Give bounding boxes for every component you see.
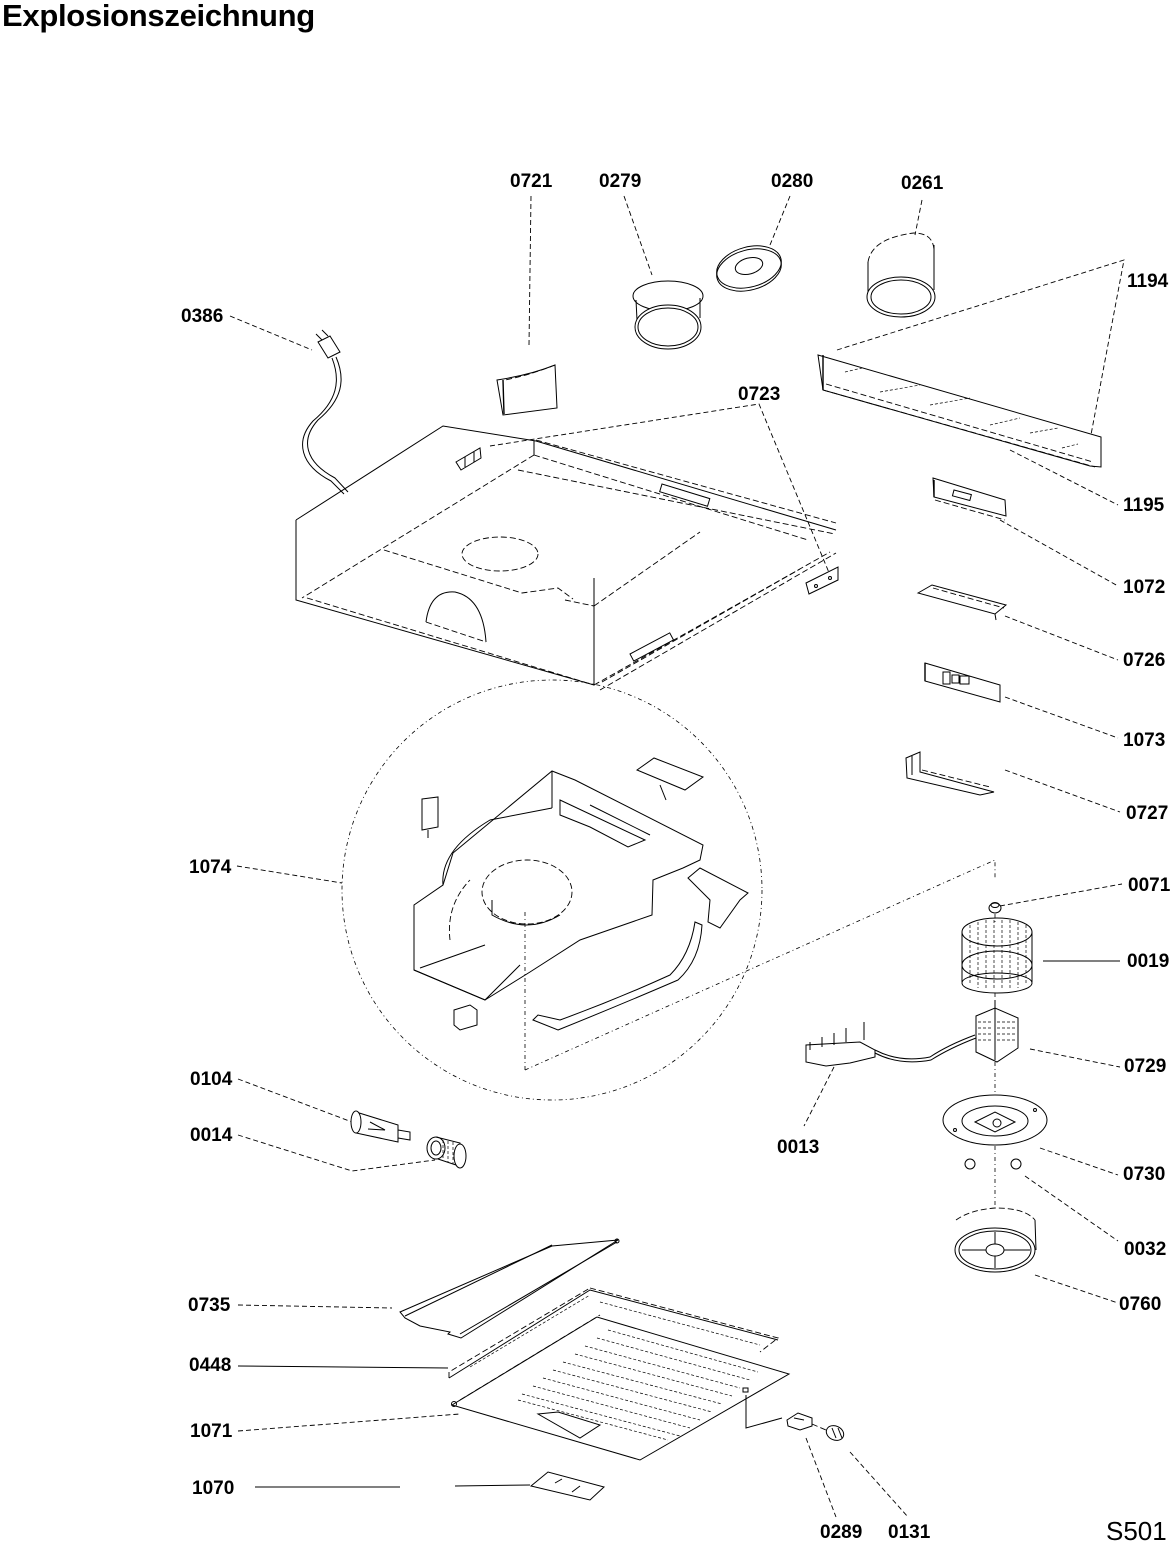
part-0280-reducer-disc[interactable] (712, 239, 786, 298)
label-0730[interactable]: 0730 (1123, 1164, 1165, 1185)
part-0104-lamp[interactable] (350, 1110, 411, 1143)
part-0726-slide-bar[interactable] (916, 584, 1008, 621)
part-1070-lamp-cover[interactable] (529, 1471, 606, 1501)
label-0261[interactable]: 0261 (901, 173, 944, 194)
label-0735[interactable]: 0735 (188, 1295, 231, 1316)
part-1071-bottom-plate[interactable] (450, 1314, 791, 1461)
label-1194[interactable]: 1194 (1127, 271, 1169, 292)
label-0721[interactable]: 0721 (510, 171, 553, 192)
part-0019-fan-wheel[interactable] (961, 917, 1033, 1008)
label-0019[interactable]: 0019 (1127, 951, 1169, 972)
part-0386-power-cord[interactable] (302, 329, 349, 495)
part-0760-motor-cover[interactable] (954, 1207, 1037, 1273)
label-1070[interactable]: 1070 (192, 1478, 234, 1499)
part-0032-spacers[interactable] (964, 1158, 1022, 1170)
part-0730-mounting-plate[interactable] (942, 1094, 1048, 1205)
part-0727-light-bracket[interactable] (905, 751, 995, 796)
part-0735-filter-frame[interactable] (399, 1238, 620, 1339)
part-1074-blower-housing[interactable] (341, 679, 996, 1101)
label-0280[interactable]: 0280 (771, 171, 813, 192)
label-0448[interactable]: 0448 (189, 1355, 231, 1376)
label-0729[interactable]: 0729 (1124, 1056, 1166, 1077)
label-1072[interactable]: 1072 (1123, 577, 1165, 598)
label-0013[interactable]: 0013 (777, 1137, 819, 1158)
label-0727[interactable]: 0727 (1126, 803, 1168, 824)
label-0032[interactable]: 0032 (1124, 1239, 1166, 1260)
part-0013-switch-block[interactable] (805, 1022, 977, 1067)
part-1195-front-panel[interactable] (817, 354, 1102, 468)
label-1074[interactable]: 1074 (189, 857, 232, 878)
part-hood-housing[interactable] (295, 425, 839, 691)
label-0279[interactable]: 0279 (599, 171, 641, 192)
part-0131-spring-clip[interactable] (811, 1423, 846, 1443)
part-0289-latch[interactable] (786, 1412, 813, 1431)
part-0279-adapter-ring[interactable] (632, 280, 704, 350)
label-0289[interactable]: 0289 (820, 1522, 862, 1543)
label-0723[interactable]: 0723 (738, 384, 780, 405)
part-1073-switch-cover[interactable] (924, 662, 1001, 703)
part-1072-switch-panel[interactable] (932, 477, 1007, 521)
label-0726[interactable]: 0726 (1123, 650, 1165, 671)
label-1073[interactable]: 1073 (1123, 730, 1165, 751)
part-0729-motor[interactable] (975, 1000, 1019, 1095)
label-0386[interactable]: 0386 (181, 306, 223, 327)
part-0261-exhaust-collar[interactable] (866, 232, 936, 318)
page-title: Explosionszeichnung (2, 0, 315, 33)
label-1071[interactable]: 1071 (190, 1421, 233, 1442)
label-0071[interactable]: 0071 (1128, 875, 1171, 896)
label-0760[interactable]: 0760 (1119, 1294, 1161, 1315)
label-0014[interactable]: 0014 (190, 1125, 233, 1146)
label-0104[interactable]: 0104 (190, 1069, 233, 1090)
part-0014-lamp-socket[interactable] (426, 1136, 467, 1169)
label-1195[interactable]: 1195 (1123, 495, 1165, 516)
part-0071-nut[interactable] (988, 902, 1002, 923)
leader-lines (229, 195, 1125, 1518)
part-0448-grease-filter[interactable] (448, 1287, 779, 1379)
part-0721-duct-flap[interactable] (496, 364, 558, 416)
label-0131[interactable]: 0131 (888, 1522, 931, 1543)
sheet-id: S501 (1106, 1516, 1167, 1546)
